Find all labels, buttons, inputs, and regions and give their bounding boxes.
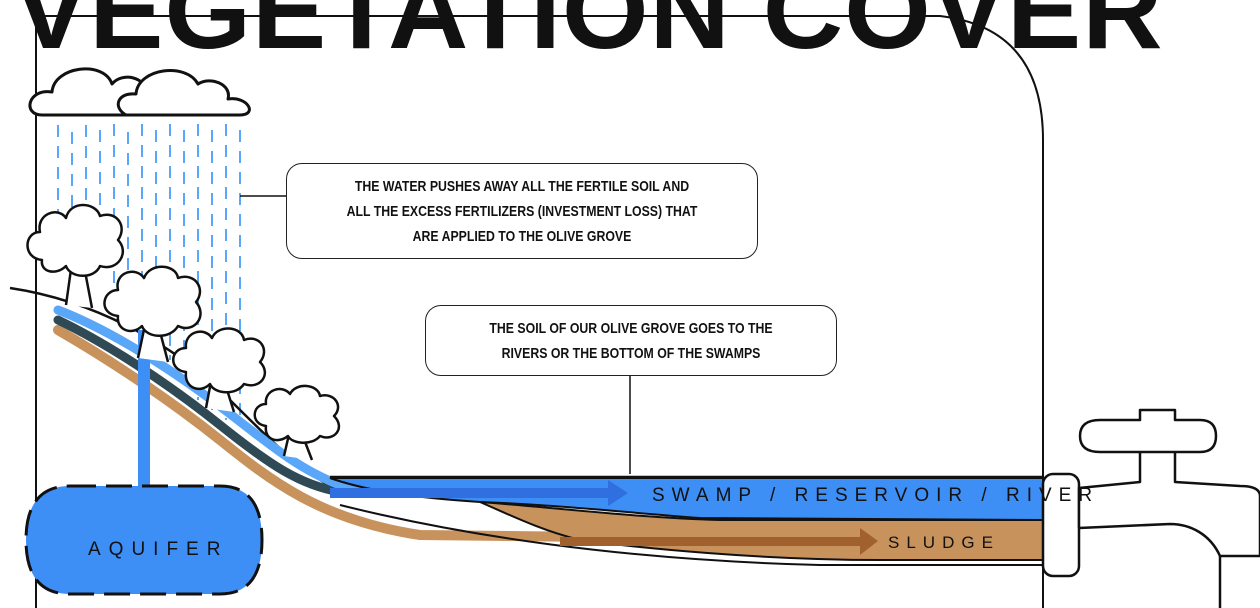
sludge-label: SLUDGE: [888, 533, 1000, 552]
callout-fertile-soil-loss: THE WATER PUSHES AWAY ALL THE FERTILE SO…: [286, 163, 758, 259]
swamp-reservoir-river-label: SWAMP / RESERVOIR / RIVER: [652, 485, 1100, 506]
callout-2-line-1: THE SOIL OF OUR OLIVE GROVE GOES TO THE: [489, 319, 773, 337]
frame-outline: [35, 15, 1044, 608]
mixed-runoff: [53, 315, 345, 497]
cloud-icon: [28, 67, 251, 117]
page-title: VEGETATION COVER: [14, 0, 1164, 71]
callout-1-line-3: ARE APPLIED TO THE OLIVE GROVE: [412, 227, 632, 245]
aquifer-tank: [24, 484, 264, 596]
tree-icon: [253, 384, 341, 461]
tree-icon: [26, 203, 125, 309]
soil-runoff: [53, 325, 865, 545]
callout-1-line-2: ALL THE EXCESS FERTILIZERS (INVESTMENT L…: [346, 202, 698, 220]
callout-soil-to-rivers: THE SOIL OF OUR OLIVE GROVE GOES TO THE …: [425, 305, 837, 376]
faucet-icon: [1041, 408, 1260, 608]
callout-1-line-1: THE WATER PUSHES AWAY ALL THE FERTILE SO…: [354, 177, 690, 195]
sludge-layer: [479, 501, 1044, 561]
tree-icon: [103, 265, 202, 363]
callout-2-line-2: RIVERS OR THE BOTTOM OF THE SWAMPS: [501, 344, 761, 362]
tree-icon: [172, 327, 267, 413]
arrow-icon: [330, 480, 878, 555]
aquifer-label: AQUIFER: [88, 539, 229, 560]
